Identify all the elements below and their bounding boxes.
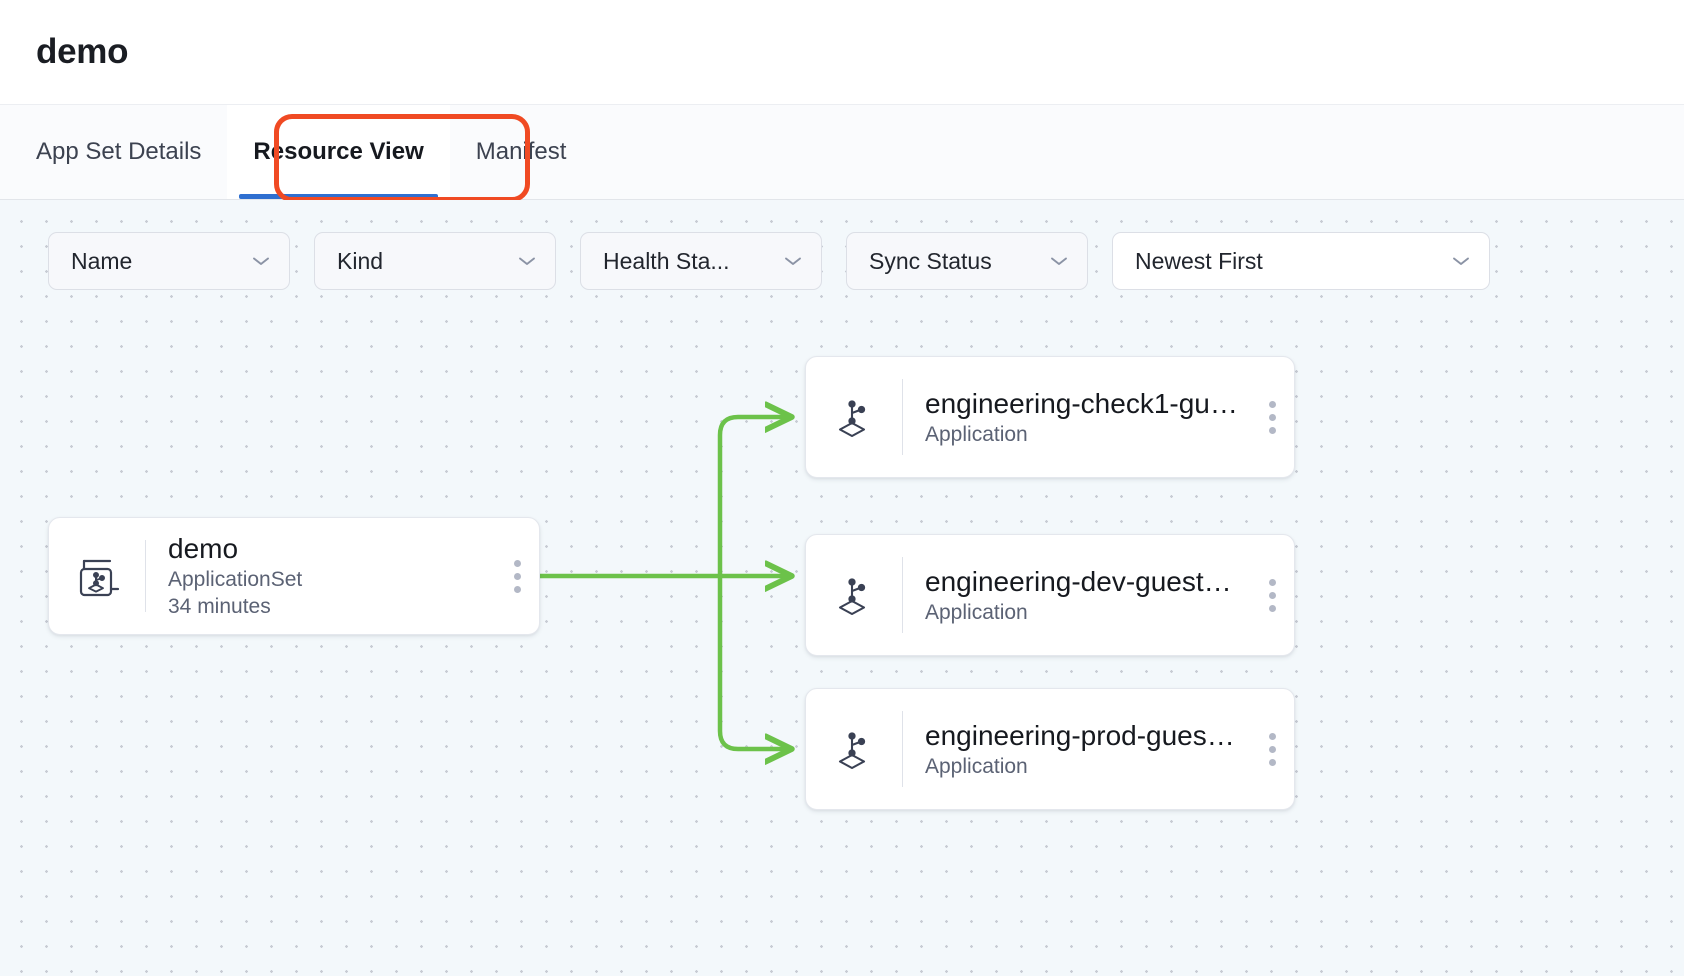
filter-sync-status-dropdown[interactable]: Sync Status [846,232,1088,290]
kebab-menu-icon[interactable] [495,518,539,634]
tab-label: Manifest [475,138,567,165]
node-kind: ApplicationSet [168,568,303,591]
graph-node-application-1[interactable]: engineering-check1-gue... Application [805,356,1295,478]
tab-bar: App Set Details Resource View Manifest [0,105,1684,202]
graph-node-application-2[interactable]: engineering-dev-guestb... Application [805,534,1295,656]
node-title: engineering-dev-guestb... [925,565,1240,597]
node-age: 34 minutes [168,595,271,618]
application-icon [806,391,902,443]
node-divider [902,379,903,455]
edge-to-app-1 [717,417,790,579]
resource-graph-canvas[interactable]: Name Kind Health Sta... Sync Status [0,200,1684,976]
kebab-menu-icon[interactable] [1250,689,1294,809]
node-title: engineering-prod-guestb... [925,719,1240,751]
kebab-menu-icon[interactable] [1250,535,1294,655]
filter-label: Newest First [1135,247,1263,274]
node-divider [145,540,146,612]
tab-label: Resource View [253,138,424,165]
application-icon [806,723,902,775]
chevron-down-icon [1049,255,1069,267]
filter-sort-order-dropdown[interactable]: Newest First [1112,232,1490,290]
node-title: engineering-check1-gue... [925,387,1240,419]
page-header: demo [0,0,1684,105]
filter-kind-dropdown[interactable]: Kind [314,232,556,290]
node-body: engineering-prod-guestb... Application [903,720,1250,779]
node-kind: Application [925,600,1028,624]
node-body: engineering-dev-guestb... Application [903,566,1250,625]
applicationset-icon [49,549,145,603]
node-divider [902,711,903,787]
kebab-menu-icon[interactable] [1250,357,1294,477]
chevron-down-icon [1451,255,1471,267]
tab-resource-view[interactable]: Resource View [227,105,450,199]
page-title: demo [36,32,129,71]
filter-label: Kind [337,247,384,274]
node-body: engineering-check1-gue... Application [903,388,1250,447]
filter-label: Sync Status [869,247,992,274]
node-kind: Application [925,422,1028,446]
filter-label: Name [71,247,133,274]
chevron-down-icon [517,255,537,267]
filter-label: Health Sta... [603,247,730,274]
chevron-down-icon [783,255,803,267]
filter-name-dropdown[interactable]: Name [48,232,290,290]
tab-label: App Set Details [36,138,202,165]
tab-manifest[interactable]: Manifest [450,105,593,199]
filter-bar: Name Kind Health Sta... Sync Status [48,232,1490,290]
node-title: demo [168,533,239,564]
edge-to-app-3 [717,573,790,749]
chevron-down-icon [251,255,271,267]
graph-node-application-3[interactable]: engineering-prod-guestb... Application [805,688,1295,810]
application-icon [806,569,902,621]
tab-app-set-details[interactable]: App Set Details [36,105,227,199]
node-kind: Application [925,754,1028,778]
graph-node-applicationset[interactable]: demo ApplicationSet 34 minutes [48,517,540,635]
node-divider [902,557,903,633]
filter-health-status-dropdown[interactable]: Health Sta... [580,232,822,290]
node-body: demo ApplicationSet 34 minutes [146,533,495,619]
